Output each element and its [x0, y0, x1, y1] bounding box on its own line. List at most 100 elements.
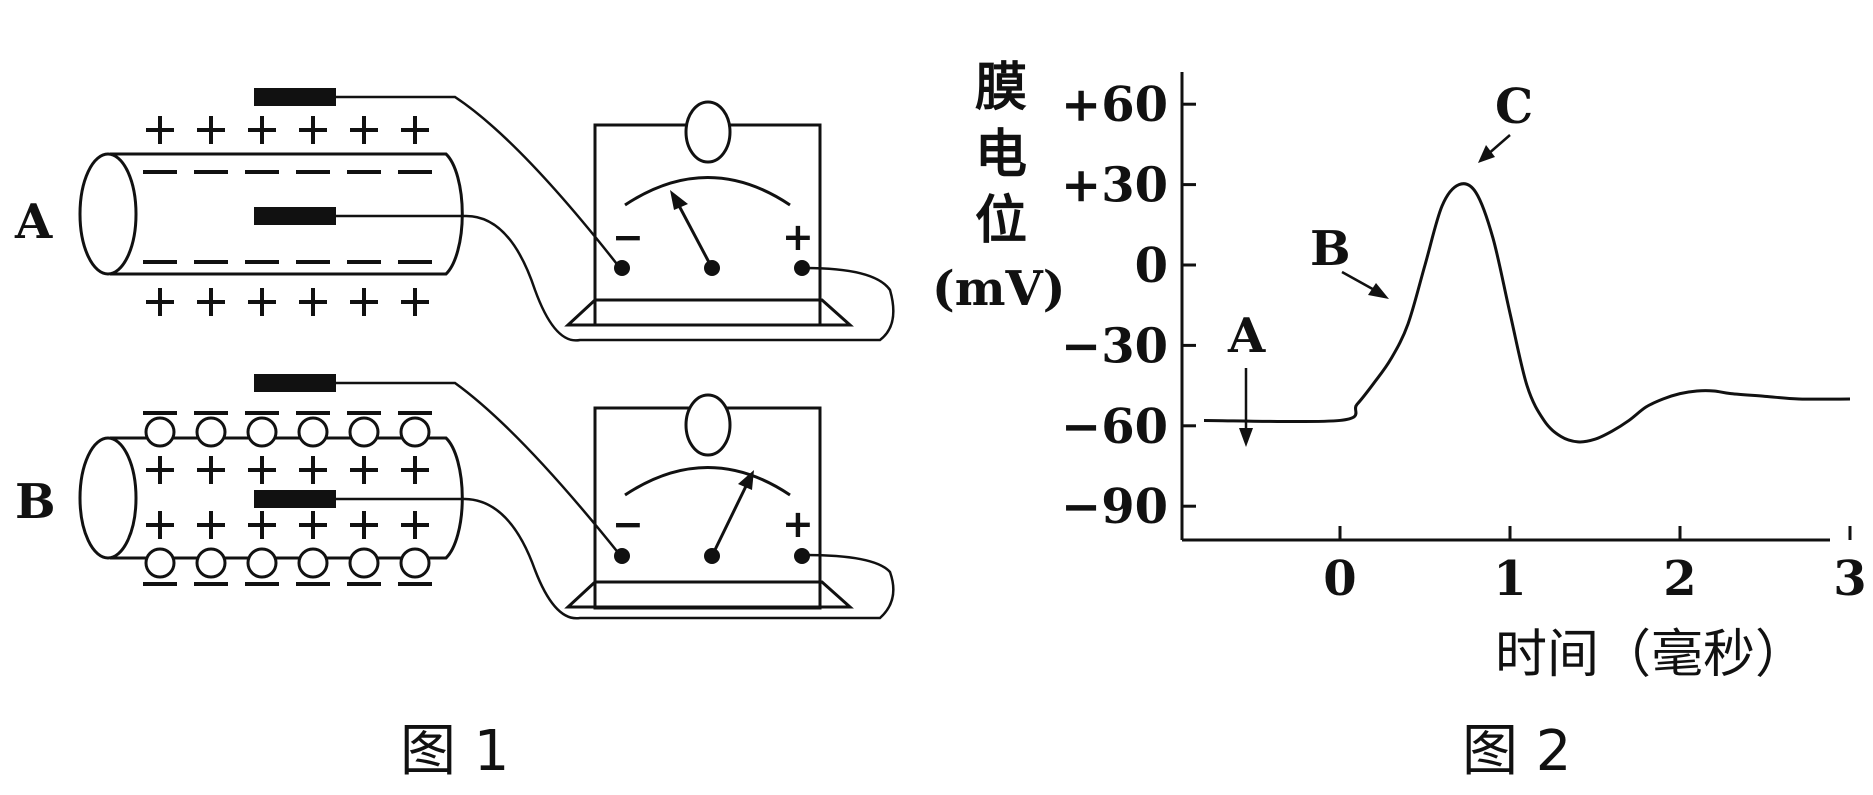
plus-row-bottom-A — [146, 288, 429, 316]
plus-sign — [401, 116, 429, 144]
axon-A-end — [78, 152, 138, 276]
x-tick-label: 0 — [1323, 551, 1356, 607]
plus-sign — [299, 116, 327, 144]
wire-inner-B — [336, 497, 895, 620]
y-tick-label: −30 — [1061, 318, 1168, 374]
annotation-C: C — [1495, 79, 1533, 135]
fig1-panel-B: − + B — [15, 374, 895, 620]
plus-sign — [401, 511, 429, 539]
x-tick-label: 3 — [1833, 551, 1866, 607]
y-ticks: +60+300−30−60−90 — [1061, 77, 1196, 535]
electrode-outer-B — [254, 374, 336, 392]
meter-A-scale — [624, 176, 791, 207]
arrow-B-shaft — [1341, 270, 1379, 294]
plus-sign — [197, 288, 225, 316]
plus-sign — [401, 288, 429, 316]
meter-A-knob — [684, 100, 732, 164]
meter-A-plus-label: + — [782, 215, 814, 259]
meter-B-terminal-minus — [614, 548, 630, 564]
y-label-line-3: 位 — [975, 190, 1027, 251]
axon-B-end — [78, 436, 138, 560]
plus-sign — [299, 456, 327, 484]
y-label-line-1: 膜 — [975, 57, 1027, 118]
electrode-outer-A — [254, 88, 336, 106]
caption-figure-2: 图 2 — [1462, 719, 1571, 784]
plus-row-top-A — [146, 116, 429, 144]
channel-circle — [399, 547, 431, 579]
x-ticks: 0 1 2 3 — [1323, 526, 1867, 607]
channel-circle — [246, 547, 278, 579]
plus-sign — [197, 456, 225, 484]
label-B: B — [15, 474, 56, 530]
meter-A-needle-head — [670, 190, 688, 210]
axon-A-body — [110, 152, 464, 276]
meter-A-terminal-minus — [614, 260, 630, 276]
plus-sign — [146, 288, 174, 316]
arrow-B-head — [1368, 283, 1389, 299]
y-tick-label: +30 — [1061, 158, 1168, 214]
x-tick-label: 2 — [1663, 551, 1696, 607]
meter-B-scale — [624, 466, 791, 497]
plus-sign — [248, 288, 276, 316]
meter-B-terminal-plus — [794, 548, 810, 564]
meter-A-minus-label: − — [612, 215, 644, 259]
caption-figure-1: 图 1 — [400, 719, 509, 784]
meter-B-base — [564, 580, 854, 609]
meter-A-needle — [674, 199, 714, 269]
channel-circle — [246, 416, 278, 448]
channel-circle — [195, 416, 227, 448]
plus-sign — [299, 288, 327, 316]
meter-A-terminal-center — [704, 260, 720, 276]
annotation-B: B — [1310, 221, 1351, 277]
plus-sign — [146, 116, 174, 144]
meter-A-terminal-plus — [794, 260, 810, 276]
plus-sign — [299, 511, 327, 539]
channel-circle — [195, 547, 227, 579]
meter-B-knob — [684, 393, 732, 457]
wire-outer-A — [336, 95, 621, 269]
label-A: A — [14, 194, 53, 250]
wire-outer-B — [336, 381, 621, 556]
channel-circle — [348, 416, 380, 448]
membrane-potential-line — [1203, 182, 1851, 444]
meter-B-needle — [710, 481, 750, 557]
meter-B-terminal-center — [704, 548, 720, 564]
x-tick-label: 1 — [1493, 551, 1526, 607]
wire-inner-A — [336, 214, 895, 342]
meter-B-needle-head — [738, 470, 754, 490]
plus-sign — [350, 456, 378, 484]
plus-sign — [146, 511, 174, 539]
fig1-panel-A: − + A — [14, 88, 895, 342]
electrode-inner-A — [254, 207, 336, 225]
plus-sign — [197, 511, 225, 539]
plus-sign — [248, 456, 276, 484]
ion-channels-B — [144, 416, 431, 579]
plus-sign — [350, 288, 378, 316]
channel-circle — [297, 416, 329, 448]
channel-circle — [144, 547, 176, 579]
x-axis-label: 时间（毫秒） — [1495, 625, 1807, 685]
meter-B-plus-label: + — [782, 502, 814, 546]
plus-rows-inside-B — [146, 456, 429, 539]
arrow-A-head — [1239, 428, 1253, 447]
plus-sign — [350, 511, 378, 539]
channel-circle — [144, 416, 176, 448]
channel-circle — [399, 416, 431, 448]
meter-B-minus-label: − — [612, 502, 644, 546]
y-label-line-2: 电 — [975, 124, 1027, 185]
plus-sign — [401, 456, 429, 484]
plus-sign — [146, 456, 174, 484]
arrow-C-head — [1478, 145, 1495, 163]
plus-sign — [248, 511, 276, 539]
y-tick-label: +60 — [1061, 77, 1168, 133]
electrode-inner-B — [254, 490, 336, 508]
annotation-A: A — [1227, 308, 1266, 364]
y-label-line-4: (mV) — [932, 261, 1065, 317]
channel-circle — [297, 547, 329, 579]
y-tick-label: −60 — [1061, 399, 1168, 455]
plus-sign — [350, 116, 378, 144]
y-tick-label: 0 — [1135, 238, 1168, 294]
plus-sign — [197, 116, 225, 144]
